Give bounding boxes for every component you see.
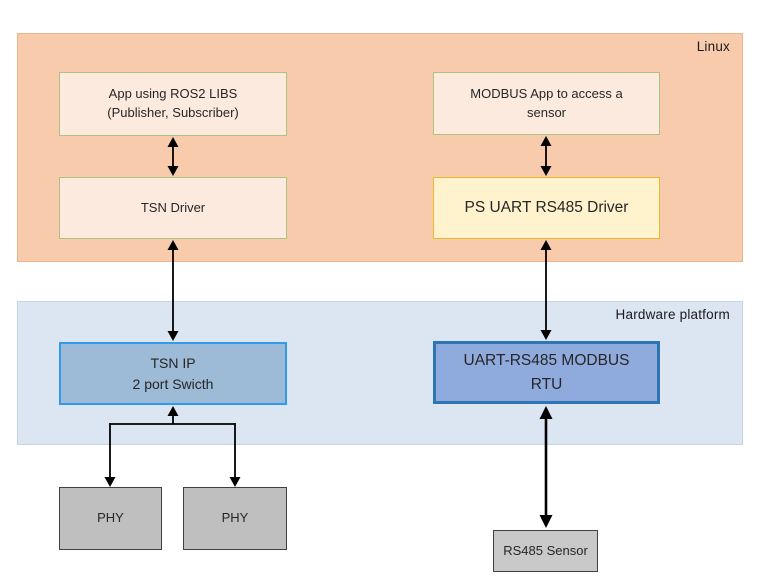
node-uart-rs485-label-line2: RTU — [530, 375, 563, 393]
hardware-platform-label: Hardware platform — [615, 307, 730, 322]
node-app-ros2-label-line1: App using ROS2 LIBS — [108, 86, 238, 102]
node-tsn-driver-label: TSN Driver — [140, 199, 206, 215]
node-rs485-sensor-label: RS485 Sensor — [503, 542, 588, 558]
node-tsn-ip-label-line2: 2 port Swicth — [132, 375, 214, 392]
node-uart-rs485-modbus-rtu: UART-RS485 MODBUS RTU — [433, 341, 660, 404]
node-phy-right-label: PHY — [221, 510, 249, 526]
node-phy-right: PHY — [183, 487, 287, 550]
node-tsn-ip-label-line1: TSN IP — [150, 355, 196, 372]
node-modbus-app: MODBUS App to access a sensor — [433, 72, 660, 135]
node-ps-uart-label: PS UART RS485 Driver — [464, 198, 629, 216]
node-modbus-app-label-line1: MODBUS App to access a — [470, 85, 623, 101]
node-ps-uart-rs485-driver: PS UART RS485 Driver — [433, 177, 660, 239]
node-phy-left: PHY — [59, 487, 162, 550]
linux-container-label: Linux — [696, 39, 730, 54]
node-app-ros2: App using ROS2 LIBS (Publisher, Subscrib… — [59, 72, 287, 136]
node-uart-rs485-label-line1: UART-RS485 MODBUS — [463, 352, 630, 370]
node-tsn-driver: TSN Driver — [59, 177, 287, 239]
node-rs485-sensor: RS485 Sensor — [493, 530, 598, 572]
node-modbus-app-label-line2: sensor — [526, 104, 567, 120]
node-tsn-ip-switch: TSN IP 2 port Swicth — [59, 342, 287, 405]
node-app-ros2-label-line2: (Publisher, Subscriber) — [107, 105, 239, 120]
node-phy-left-label: PHY — [97, 510, 124, 526]
